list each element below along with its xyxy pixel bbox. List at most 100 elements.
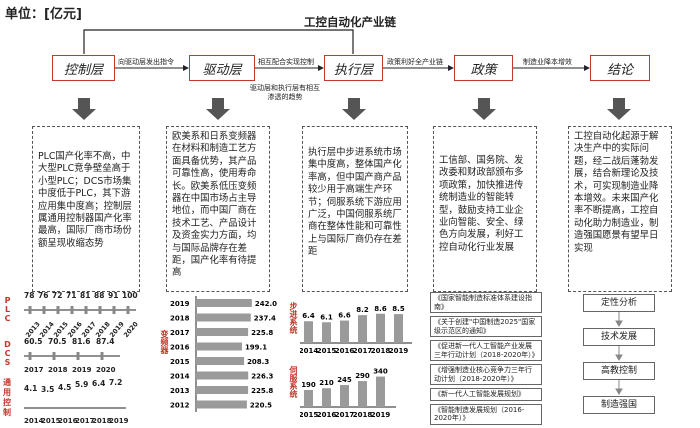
general-year: 2017 — [75, 417, 95, 425]
control-layer-box: 控制层 — [52, 55, 115, 81]
inverter-category-label: 2014 — [170, 373, 190, 381]
servo-value-label: 245 — [337, 376, 352, 384]
stepper-value-label: 8.6 — [374, 305, 387, 313]
inverter-category-label: 2019 — [170, 300, 190, 308]
stepper-bar — [376, 313, 385, 343]
dcs-year: 2018 — [48, 366, 68, 374]
drive-layer-box: 驱动层 — [189, 55, 255, 81]
flow-step-3: 高教控制 — [583, 362, 655, 380]
general-value: 4.5 — [58, 383, 72, 392]
servo-bar — [376, 376, 385, 407]
dcs-value: 87.4 — [96, 337, 115, 346]
general-value: 3.5 — [41, 385, 55, 394]
inverter-bar — [196, 400, 247, 409]
plc-value: 100 — [122, 291, 138, 300]
servo-value-label: 340 — [373, 368, 388, 376]
unit-label: 单位：[亿元] — [5, 7, 82, 22]
arrow-label-execute-policy: 政策利好全产业链 — [387, 58, 443, 66]
arrow-note-drive-execute: 驱动层和执行层有相互 渗透的趋势 — [250, 84, 320, 101]
inverter-category-label: 2015 — [170, 358, 190, 366]
arrow-label-drive-execute: 相互配合实现控制 — [258, 58, 314, 66]
dcs-value: 70.5 — [48, 337, 67, 346]
general-year: 2015 — [41, 417, 61, 425]
stepper-category-label: 2016 — [335, 347, 355, 355]
stepper-bar — [340, 320, 349, 343]
policy-list: 《国家智能制造标准体系建设指南》《关于创建"中国制造2025"国家级示范区的通知… — [430, 292, 542, 428]
inverter-value-label: 199.1 — [245, 344, 267, 352]
policy-description: 工信部、国务院、发改委和财政部颁布多项政策，加快推进传统制造业的智能转型，鼓励支… — [433, 126, 537, 292]
plc-value: 76 — [38, 291, 49, 300]
servo-category-label: 2018 — [353, 411, 373, 419]
general-value: 5.9 — [75, 380, 89, 390]
dcs-value: 81.6 — [72, 337, 91, 346]
general-year: 2014 — [24, 417, 44, 425]
policy-item: 《智能制造发展规划（2016-2020年）》 — [430, 403, 542, 425]
inverter-bar — [196, 299, 252, 307]
general-year: 2018 — [92, 417, 112, 425]
stepper-value-label: 8.5 — [392, 305, 405, 313]
general-value: 7.2 — [109, 377, 123, 387]
dcs-value: 60.5 — [24, 337, 43, 346]
dcs-year: 2020 — [96, 366, 116, 374]
plc-value: 88 — [94, 291, 105, 300]
servo-bar — [322, 388, 331, 407]
dcs-year: 2019 — [72, 366, 92, 374]
general-year: 2016 — [58, 417, 78, 425]
policy-item: 《关于创建"中国制造2025"国家级示范区的通知》 — [430, 316, 542, 337]
inverter-category-label: 2018 — [170, 315, 190, 323]
plc-value: 72 — [52, 291, 63, 300]
inverter-bar — [196, 357, 245, 365]
servo-category-label: 2016 — [317, 411, 337, 419]
inverter-category-label: 2017 — [170, 329, 190, 337]
dcs-chart: 60.5 70.5 81.6 87.4 2017 2018 2019 2020 — [24, 337, 144, 377]
servo-bar — [358, 381, 367, 407]
servo-value-label: 210 — [319, 379, 334, 387]
inverter-category-label: 2016 — [170, 344, 190, 352]
plc-value: 81 — [80, 291, 91, 300]
inverter-value-label: 225.8 — [251, 329, 273, 337]
arrow-label-control-drive: 向驱动层发出指令 — [118, 58, 174, 66]
general-value: 6.4 — [92, 379, 106, 389]
stepper-bar-chart: 6.4 2014 6.1 2015 6.6 2016 8.2 2017 8.6 2018 8.5 20… — [300, 305, 412, 355]
servo-category-label: 2019 — [371, 411, 391, 419]
stepper-bar — [358, 315, 367, 343]
inverter-bar — [196, 328, 249, 336]
conclusion-description: 工控自动化起源于解决生产中的实际问题，经二战后蓬勃发展，结合新理论及技术，可实现… — [568, 126, 672, 292]
inverter-category-label: 2013 — [170, 387, 190, 395]
servo-bar — [304, 390, 313, 407]
stepper-value-label: 6.1 — [320, 313, 333, 321]
stepper-category-label: 2017 — [353, 347, 373, 355]
inverter-bar — [196, 313, 251, 322]
chain-title: 工控自动化产业链 — [304, 15, 396, 29]
policy-box: 政策 — [454, 55, 513, 81]
inverter-value-label: 220.5 — [250, 402, 272, 410]
general-value: 4.1 — [24, 383, 38, 393]
servo-category-label: 2017 — [335, 411, 355, 419]
control-description: PLC国产化率不高，中大型PLC竞争壁垒高于小型PLC；DCS市场集中度低于PL… — [32, 126, 140, 292]
stepper-value-label: 8.2 — [356, 306, 369, 314]
dcs-year: 2017 — [24, 366, 44, 374]
stepper-value-label: 6.4 — [302, 312, 315, 320]
stepper-category-label: 2015 — [317, 347, 337, 355]
policy-item: 《促进新一代人工智能产业发展三年行动计划（2018-2020年）》 — [430, 340, 542, 361]
stepper-category-label: 2019 — [389, 347, 409, 355]
plc-value: 71 — [66, 291, 77, 300]
servo-value-label: 190 — [301, 381, 316, 389]
stepper-value-label: 6.6 — [338, 312, 351, 320]
plc-label: PLC — [3, 296, 12, 323]
inverter-category-label: 2012 — [170, 402, 190, 410]
stepper-bar — [304, 321, 313, 343]
plc-value: 78 — [24, 291, 35, 300]
servo-bar — [340, 385, 349, 407]
policy-item: 《增强制造业核心竞争力三年行动计划（2018-2020年）》 — [430, 364, 542, 385]
stepper-category-label: 2014 — [300, 347, 318, 355]
stepper-category-label: 2018 — [371, 347, 391, 355]
policy-item: 《国家智能制造标准体系建设指南》 — [430, 292, 542, 313]
plc-value: 91 — [108, 291, 119, 300]
inverter-bar — [196, 371, 249, 380]
servo-value-label: 290 — [355, 372, 370, 380]
